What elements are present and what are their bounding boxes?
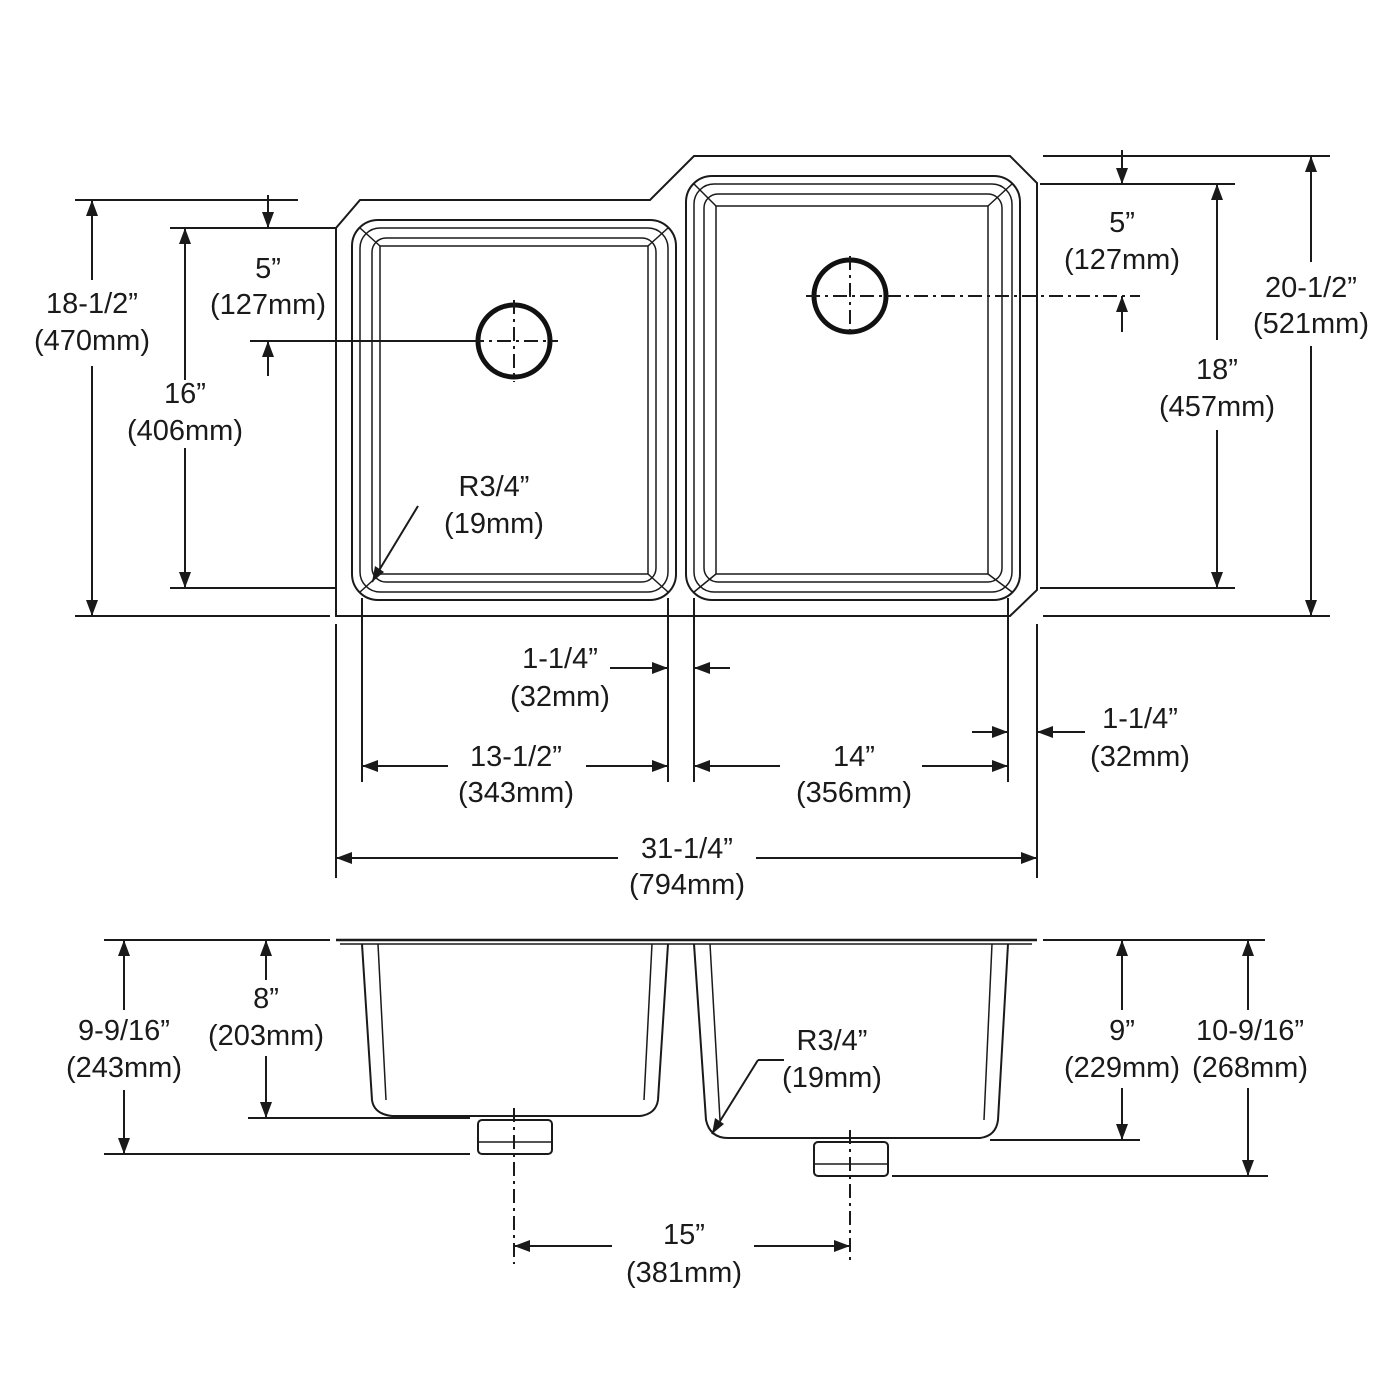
right-rim-width-imperial: 1-1/4” xyxy=(1102,703,1178,735)
right-bowl-profile xyxy=(693,943,1009,1139)
right-corner-radius-metric: (19mm) xyxy=(782,1062,882,1094)
right-overall-height-imperial: 10-9/16” xyxy=(1196,1015,1304,1047)
divider-width-metric: (32mm) xyxy=(510,681,610,713)
drain-spacing-metric: (381mm) xyxy=(626,1257,742,1289)
left-overall-height-metric: (243mm) xyxy=(66,1052,182,1084)
right-rim-width-metric: (32mm) xyxy=(1090,741,1190,773)
left-bowl xyxy=(351,219,677,601)
left-bowl-profile xyxy=(361,943,669,1117)
left-bowl-width-metric: (343mm) xyxy=(458,777,574,809)
left-bowl-width-imperial: 13-1/2” xyxy=(470,741,562,773)
left-bowl-depth-metric: (406mm) xyxy=(127,415,243,447)
right-bowl xyxy=(685,175,1140,601)
overall-depth-right-imperial: 20-1/2” xyxy=(1265,272,1357,304)
right-bowl-depth-metric: (457mm) xyxy=(1159,391,1275,423)
right-bowl-width-imperial: 14” xyxy=(833,741,875,773)
overall-depth-left-metric: (470mm) xyxy=(34,325,150,357)
left-drain-offset-metric: (127mm) xyxy=(210,289,326,321)
left-bowl-height-imperial: 8” xyxy=(253,983,279,1015)
side-view xyxy=(104,938,1268,1264)
right-drain-offset-metric: (127mm) xyxy=(1064,244,1180,276)
right-bowl-height-imperial: 9” xyxy=(1109,1015,1135,1047)
right-drain-offset-imperial: 5” xyxy=(1109,207,1135,239)
left-bowl-depth-imperial: 16” xyxy=(164,378,206,410)
left-bowl-height-metric: (203mm) xyxy=(208,1020,324,1052)
left-corner-radius-imperial: R3/4” xyxy=(459,471,530,503)
overall-width-imperial: 31-1/4” xyxy=(641,833,733,865)
top-view xyxy=(75,150,1330,878)
right-bowl-width-metric: (356mm) xyxy=(796,777,912,809)
overall-depth-left-imperial: 18-1/2” xyxy=(46,288,138,320)
left-overall-height-imperial: 9-9/16” xyxy=(78,1015,170,1047)
left-corner-radius-metric: (19mm) xyxy=(444,508,544,540)
right-bowl-height-metric: (229mm) xyxy=(1064,1052,1180,1084)
overall-width-metric: (794mm) xyxy=(629,869,745,901)
right-bowl-depth-imperial: 18” xyxy=(1196,354,1238,386)
right-overall-height-metric: (268mm) xyxy=(1192,1052,1308,1084)
left-drain-offset-imperial: 5” xyxy=(255,253,281,285)
right-corner-radius-imperial: R3/4” xyxy=(797,1025,868,1057)
drain-spacing-imperial: 15” xyxy=(663,1219,705,1251)
sink-outline xyxy=(335,155,1038,617)
divider-width-imperial: 1-1/4” xyxy=(522,643,598,675)
overall-depth-right-metric: (521mm) xyxy=(1253,308,1369,340)
dimension-labels: 5” (127mm) 18-1/2” (470mm) 16” (406mm) R… xyxy=(34,207,1369,1289)
